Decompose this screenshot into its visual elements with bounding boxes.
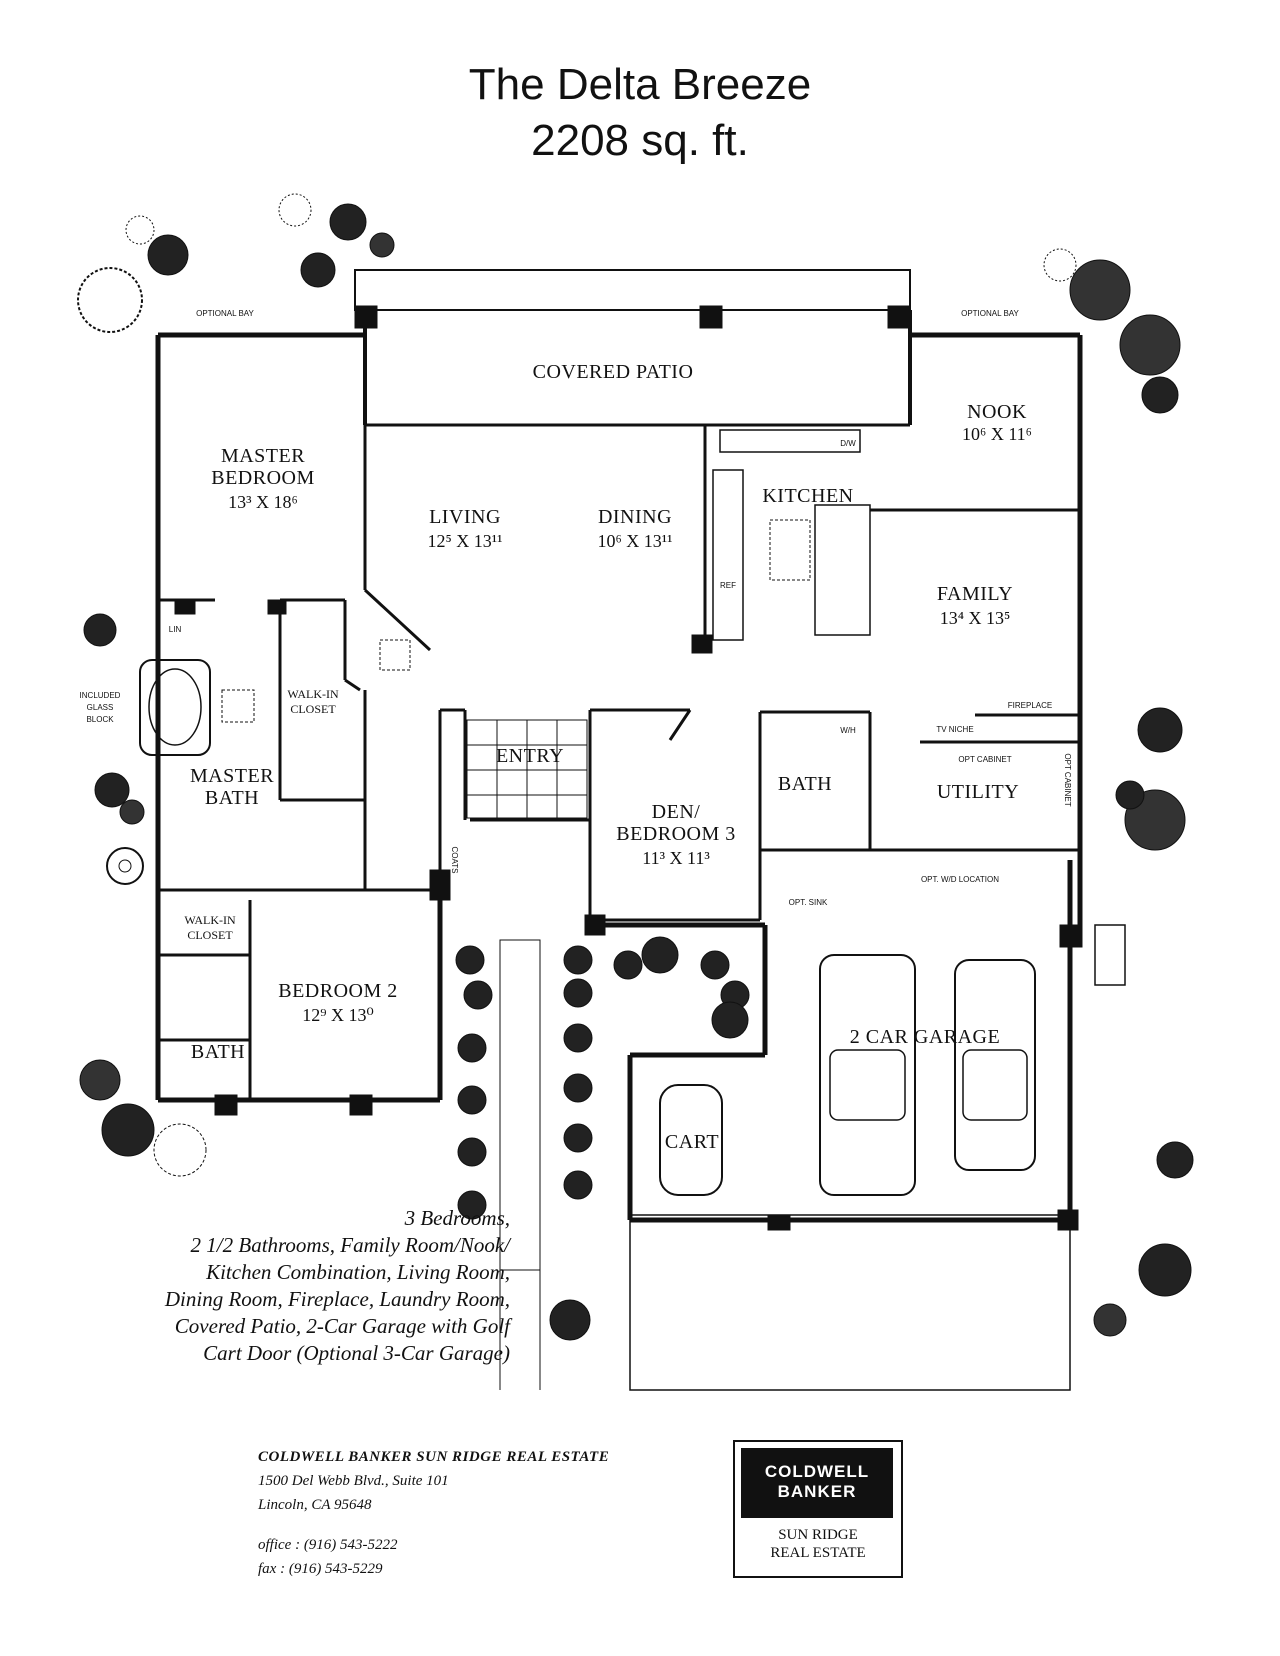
label-opt-wd-location: OPT. W/D LOCATION xyxy=(921,875,999,884)
feature-list: 3 Bedrooms, 2 1/2 Bathrooms, Family Room… xyxy=(40,1205,510,1367)
label-lin: LIN xyxy=(169,625,182,634)
feature-line: Dining Room, Fireplace, Laundry Room, xyxy=(164,1287,510,1311)
logo-mark: COLDWELL BANKER xyxy=(741,1448,893,1518)
label-opt-cabinet: OPT CABINET xyxy=(958,755,1011,764)
logo-line1: COLDWELL xyxy=(764,1462,870,1481)
label-opt-sink: OPT. SINK xyxy=(789,898,828,907)
company-address-line2: Lincoln, CA 95648 xyxy=(258,1497,372,1513)
room-master-bedroom-line2: BEDROOM xyxy=(211,467,315,489)
feature-line: Kitchen Combination, Living Room, xyxy=(206,1260,510,1284)
interior-walls xyxy=(158,423,1080,1100)
room-family: FAMILY xyxy=(937,583,1013,605)
label-tv-niche: TV NICHE xyxy=(936,725,973,734)
label-dishwasher: D/W xyxy=(840,439,856,448)
room-nook: NOOK xyxy=(967,401,1027,423)
company-address-line1: 1500 Del Webb Blvd., Suite 101 xyxy=(258,1473,449,1489)
room-walk-in-closet-line2: CLOSET xyxy=(290,702,336,716)
room-bedroom-2-dimensions: 12⁹ X 13⁰ xyxy=(302,1005,374,1025)
plan-title: The Delta Breeze xyxy=(468,60,812,109)
room-master-bath-line1: MASTER xyxy=(190,765,274,787)
room-covered-patio: COVERED PATIO xyxy=(533,361,694,383)
label-optional-bay-left: OPTIONAL BAY xyxy=(196,309,254,318)
room-dining-dimensions: 10⁶ X 13¹¹ xyxy=(597,531,672,551)
label-coats: COATS xyxy=(450,847,459,874)
room-master-bedroom-line1: MASTER xyxy=(221,445,305,467)
label-opt-cabinet-side: OPT CABINET xyxy=(1063,753,1072,806)
room-living-dimensions: 12⁵ X 13¹¹ xyxy=(427,531,502,551)
landscape-shrubs xyxy=(77,193,1194,1341)
label-glass-block-line2: GLASS xyxy=(87,703,114,712)
room-living: LIVING xyxy=(429,506,501,528)
room-den-line2: BEDROOM 3 xyxy=(616,823,736,845)
company-office-phone: office : (916) 543-5222 xyxy=(258,1537,398,1553)
label-water-heater: W/H xyxy=(840,726,856,735)
room-family-dimensions: 13⁴ X 13⁵ xyxy=(940,608,1011,628)
room-cart: CART xyxy=(665,1131,719,1153)
feature-line: 3 Bedrooms, xyxy=(404,1206,510,1230)
label-fireplace: FIREPLACE xyxy=(1008,701,1052,710)
room-walk-in-closet-line1: WALK-IN xyxy=(287,687,339,701)
room-walk-in-closet2-line2: CLOSET xyxy=(187,928,233,942)
room-nook-dimensions: 10⁶ X 11⁶ xyxy=(962,424,1032,444)
label-refrigerator: REF xyxy=(720,581,736,590)
entry-tile xyxy=(466,719,588,819)
label-optional-bay-right: OPTIONAL BAY xyxy=(961,309,1019,318)
room-kitchen: KITCHEN xyxy=(762,485,853,507)
company-info: COLDWELL BANKER SUN RIDGE REAL ESTATE 15… xyxy=(258,1445,609,1581)
feature-line: Cart Door (Optional 3-Car Garage) xyxy=(203,1341,510,1365)
room-dining: DINING xyxy=(598,506,672,528)
company-fax: fax : (916) 543-5229 xyxy=(258,1561,383,1577)
room-bedroom-2: BEDROOM 2 xyxy=(278,980,398,1002)
room-garage: 2 CAR GARAGE xyxy=(850,1026,1000,1048)
room-walk-in-closet2-line1: WALK-IN xyxy=(184,913,236,927)
room-utility: UTILITY xyxy=(937,781,1019,803)
room-master-bedroom-dimensions: 13³ X 18⁶ xyxy=(228,492,298,512)
room-den-dimensions: 11³ X 11³ xyxy=(642,848,710,868)
label-glass-block-line3: BLOCK xyxy=(86,715,114,724)
label-glass-block-line1: INCLUDED xyxy=(80,691,121,700)
logo-line2: BANKER xyxy=(777,1482,857,1501)
feature-line: 2 1/2 Bathrooms, Family Room/Nook/ xyxy=(190,1233,510,1257)
logo-subtitle: SUN RIDGE REAL ESTATE xyxy=(735,1526,901,1562)
room-bath-2: BATH xyxy=(191,1041,245,1063)
company-name: COLDWELL BANKER SUN RIDGE REAL ESTATE xyxy=(258,1449,610,1465)
garage-cars xyxy=(659,954,1036,1196)
coldwell-banker-logo: COLDWELL BANKER SUN RIDGE REAL ESTATE xyxy=(733,1440,903,1578)
logo-sub-line2: REAL ESTATE xyxy=(770,1545,866,1561)
outer-walls xyxy=(155,332,1083,1225)
room-den-line1: DEN/ xyxy=(652,801,701,823)
logo-sub-line1: SUN RIDGE xyxy=(778,1527,858,1543)
room-entry: ENTRY xyxy=(496,745,564,767)
plan-square-footage: 2208 sq. ft. xyxy=(531,116,749,165)
feature-line: Covered Patio, 2-Car Garage with Golf xyxy=(174,1314,510,1338)
room-bath: BATH xyxy=(778,773,832,795)
room-master-bath-line2: BATH xyxy=(205,787,259,809)
